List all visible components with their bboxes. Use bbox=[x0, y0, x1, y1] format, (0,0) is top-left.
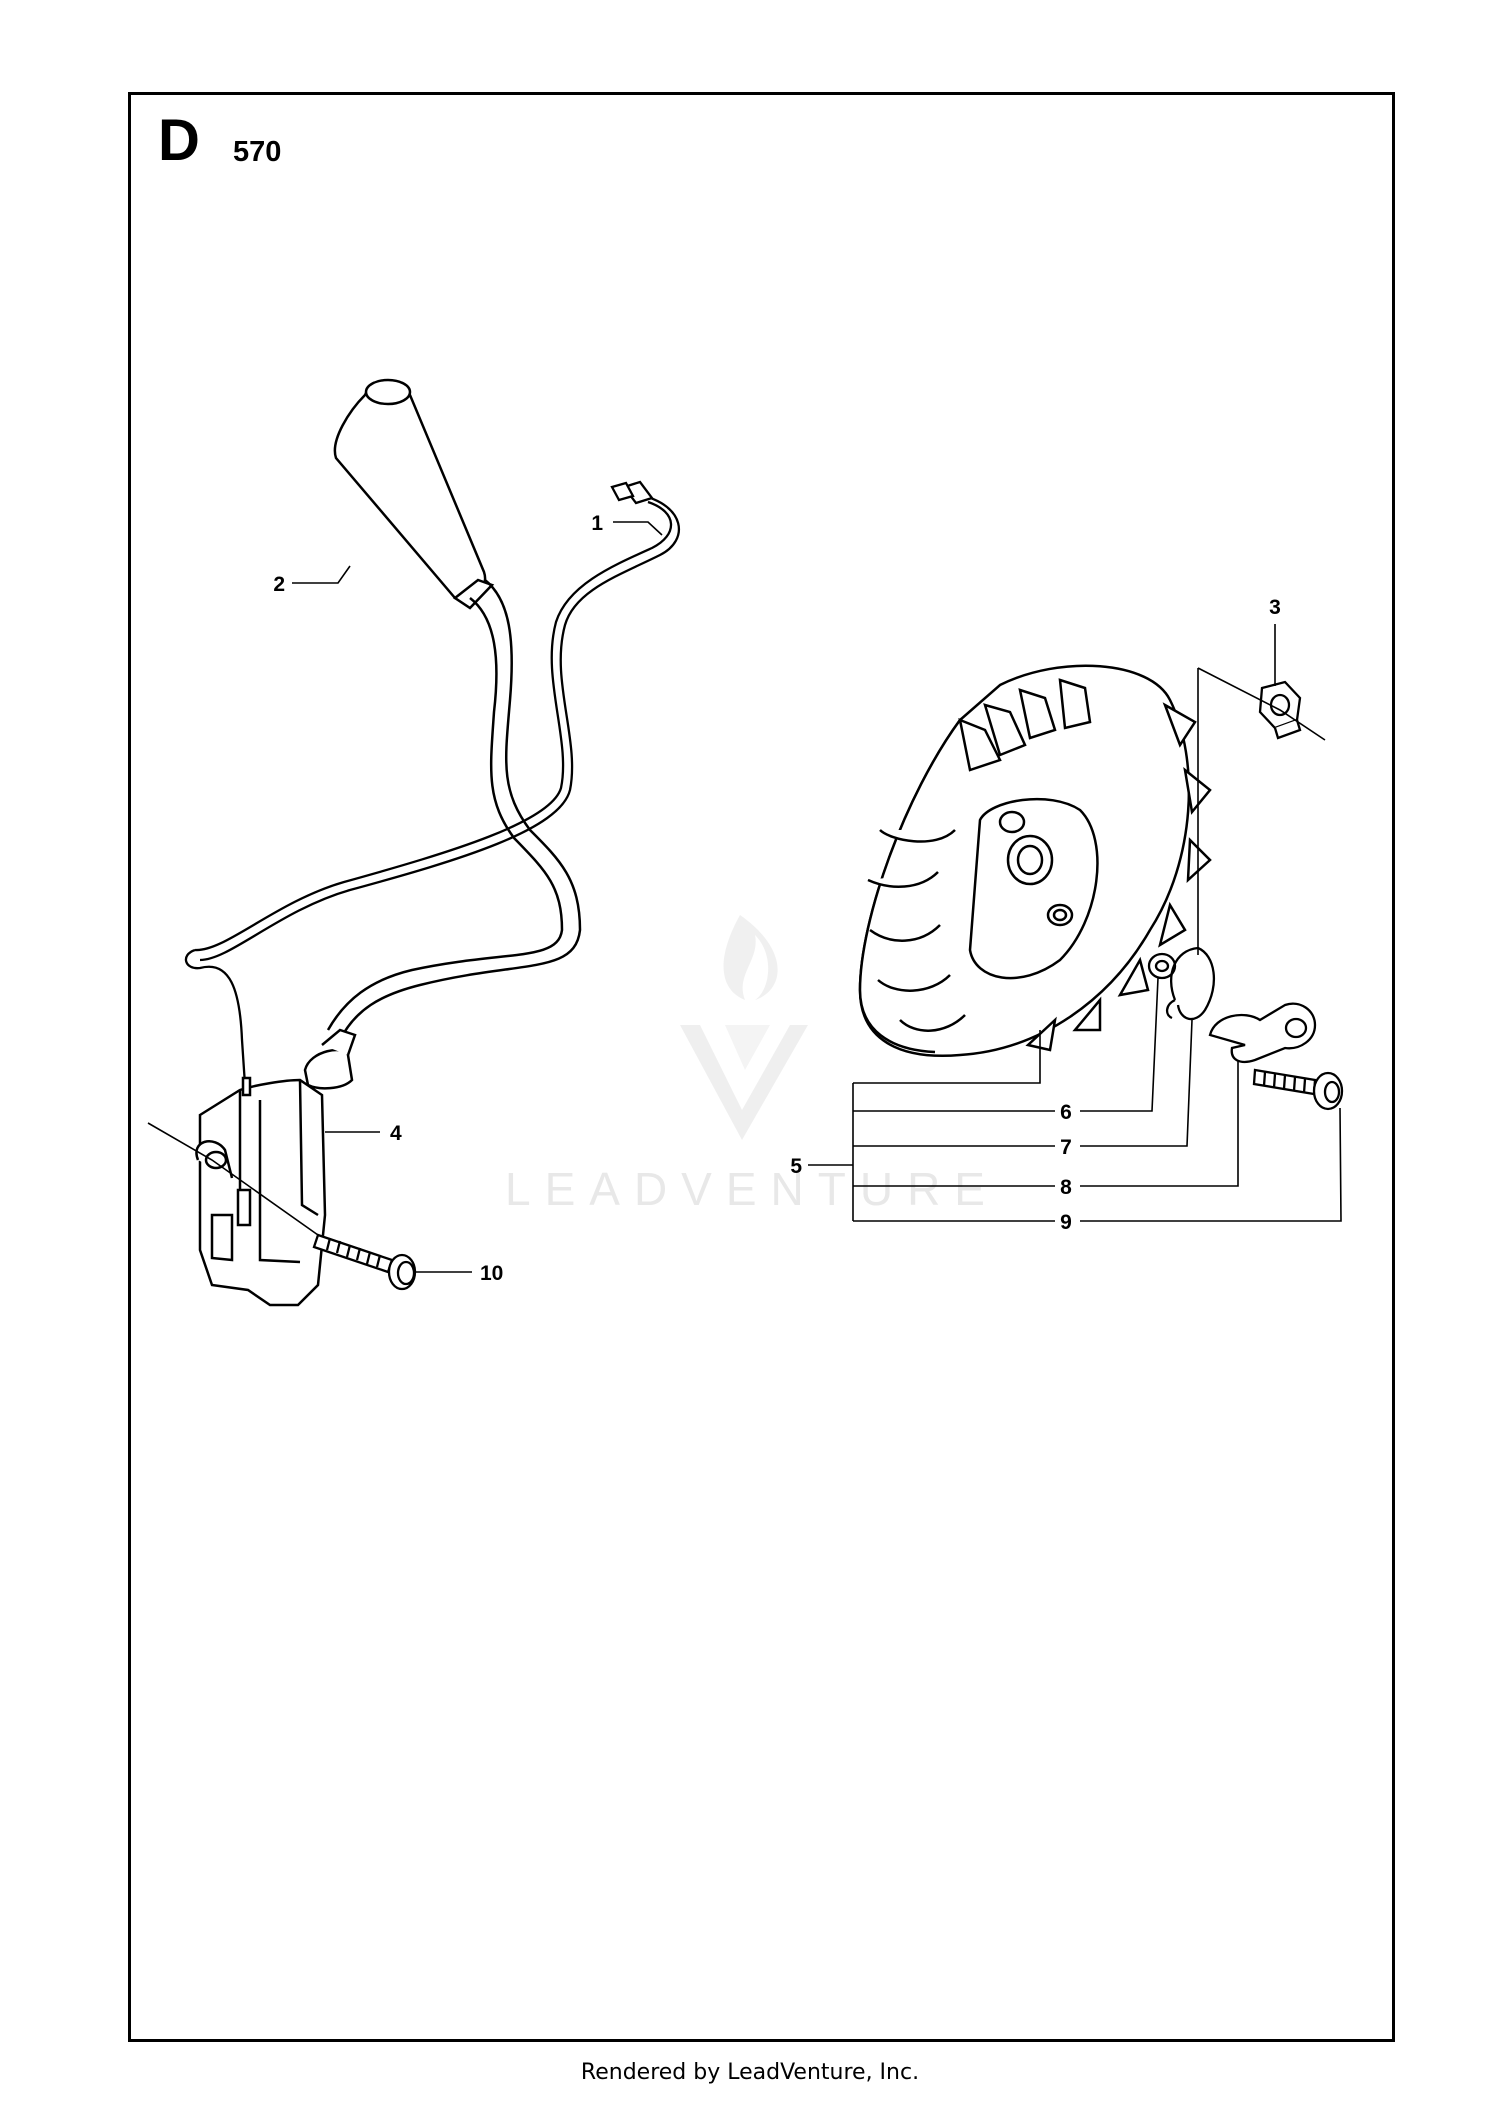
spark-plug-boot bbox=[333, 378, 495, 610]
callout-1: 1 bbox=[591, 512, 603, 535]
callout-4: 4 bbox=[390, 1122, 402, 1145]
ignition-module bbox=[195, 1028, 357, 1307]
section-letter: D bbox=[158, 108, 200, 173]
callout-9: 9 bbox=[1060, 1211, 1072, 1234]
ht-lead bbox=[326, 579, 582, 1041]
callout-10: 10 bbox=[480, 1262, 503, 1285]
module-screw bbox=[312, 1233, 417, 1291]
diagram-frame bbox=[128, 92, 1395, 2042]
callout-7: 7 bbox=[1060, 1136, 1072, 1159]
flywheel bbox=[858, 664, 1212, 1057]
callout-5: 5 bbox=[790, 1155, 802, 1178]
leader-lines bbox=[147, 521, 1342, 1273]
model-number: 570 bbox=[233, 136, 282, 168]
pawl bbox=[1208, 1002, 1317, 1064]
short-circuit-cable bbox=[184, 480, 680, 1086]
callout-2: 2 bbox=[273, 573, 285, 596]
callout-6: 6 bbox=[1060, 1101, 1072, 1124]
watermark-logo: LEADVENTURE bbox=[505, 915, 999, 1215]
pawl-screw bbox=[1252, 1068, 1344, 1111]
washer bbox=[1147, 952, 1177, 980]
watermark-text: LEADVENTURE bbox=[505, 1163, 999, 1215]
render-credit: Rendered by LeadVenture, Inc. bbox=[580, 2060, 920, 2085]
pawl-spring bbox=[1165, 946, 1216, 1021]
callout-8: 8 bbox=[1060, 1176, 1072, 1199]
callout-3: 3 bbox=[1269, 596, 1281, 619]
